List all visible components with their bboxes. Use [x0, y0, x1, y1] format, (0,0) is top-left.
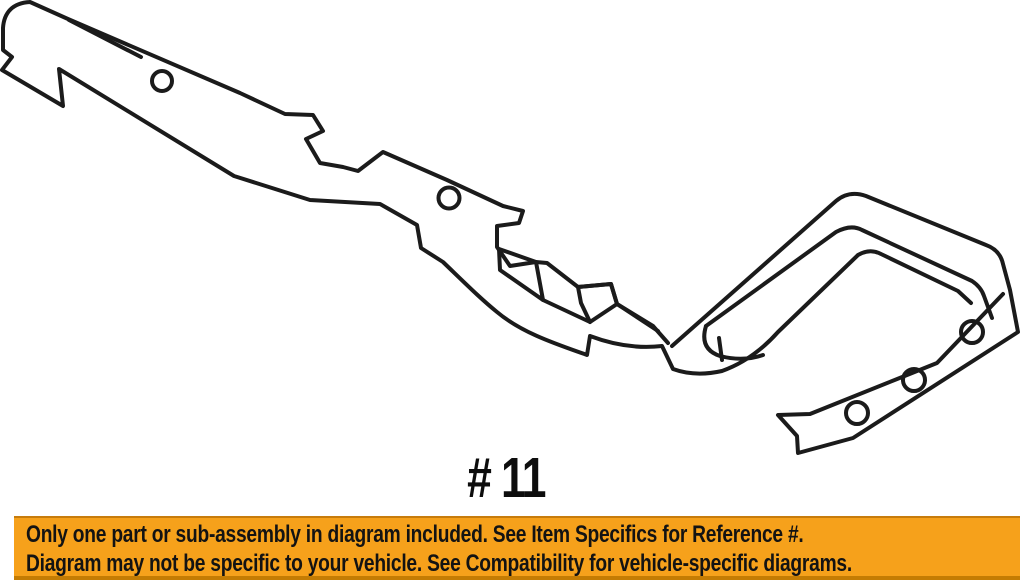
- facet-connector-line-1: [541, 298, 592, 324]
- leg-crease-tick: [717, 336, 724, 362]
- flange-hole-2: [901, 367, 927, 393]
- disclaimer-line-1: Only one part or sub-assembly in diagram…: [26, 521, 804, 548]
- corner-crease-line: [67, 18, 143, 59]
- strip-hole-1: [150, 69, 174, 93]
- part-number-label: # 11: [467, 446, 546, 510]
- strip-hole-2: [436, 185, 462, 211]
- disclaimer-banner: Only one part or sub-assembly in diagram…: [14, 516, 1020, 580]
- u-hook-inner-edge: [704, 225, 994, 328]
- bracket-strip-outline: [0, 0, 973, 376]
- flange-hole-1: [844, 400, 870, 426]
- middle-facet-pentagon: [576, 282, 619, 324]
- disclaimer-line-2: Diagram may not be specific to your vehi…: [26, 550, 852, 577]
- flange-hole-3: [959, 319, 985, 345]
- u-hook-outer-outline: [670, 191, 1020, 455]
- facet-connector-line-2: [615, 302, 660, 333]
